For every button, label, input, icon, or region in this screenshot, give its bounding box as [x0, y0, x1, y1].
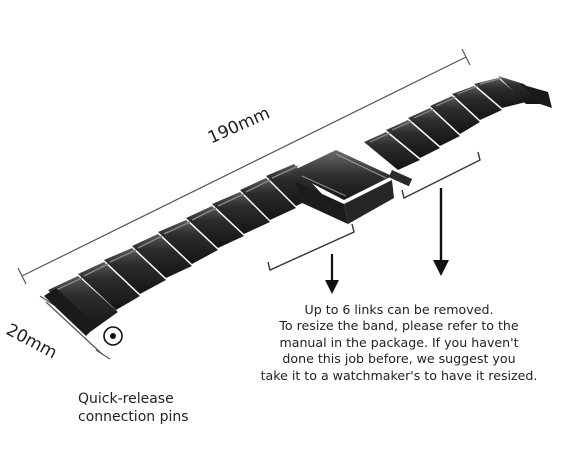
band-link: [474, 78, 526, 108]
pins-label-line: connection pins: [78, 409, 189, 425]
arrow-right-head: [433, 260, 449, 276]
length-dimension-tick-left: [17, 267, 27, 285]
link-highlights: [55, 165, 299, 291]
pin-circle-marker: [103, 326, 123, 346]
removable-links-markers: [267, 151, 481, 294]
length-dimension: [17, 48, 471, 285]
width-dimension: [39, 295, 111, 360]
bracket-lower: [267, 223, 355, 271]
bracket-upper: [401, 151, 481, 200]
band-link: [186, 206, 244, 248]
clasp: [290, 150, 413, 224]
arrow-left-head: [325, 280, 339, 294]
removal-note-line: To resize the band, please refer to the: [279, 318, 519, 334]
band-link: [104, 248, 166, 294]
band-link: [408, 108, 460, 146]
length-dimension-line: [21, 56, 467, 277]
lower-strap: [48, 164, 322, 332]
upper-strap: [364, 76, 548, 170]
length-dimension-tick-right: [461, 48, 471, 66]
link-highlights-upper: [369, 77, 503, 143]
pins-label: Quick-release connection pins: [78, 390, 189, 426]
removal-note-line: manual in the package. If you haven't: [279, 334, 519, 350]
removal-note-line: done this job before, we suggest you: [282, 351, 516, 367]
pins-label-line: Quick-release: [78, 391, 174, 407]
width-dimension-line: [45, 301, 103, 355]
width-dimension-tick-top: [39, 295, 55, 306]
width-dimension-tick-bottom: [95, 349, 111, 360]
band-link: [132, 234, 192, 278]
removal-note-line: take it to a watchmaker's to have it res…: [260, 367, 538, 383]
end-link: [44, 288, 123, 346]
band-link: [48, 276, 118, 332]
band-link: [452, 86, 502, 120]
removal-note-line: Up to 6 links can be removed.: [304, 302, 494, 317]
clasp-latch: [388, 170, 413, 187]
band-link: [158, 220, 218, 264]
watch-band: [44, 76, 552, 346]
strap-tip: [520, 84, 552, 108]
band-link: [386, 120, 440, 158]
band-link: [430, 96, 480, 134]
removal-note: Up to 6 links can be removed. To resize …: [232, 302, 566, 384]
band-link: [364, 132, 420, 170]
band-link: [78, 262, 140, 310]
